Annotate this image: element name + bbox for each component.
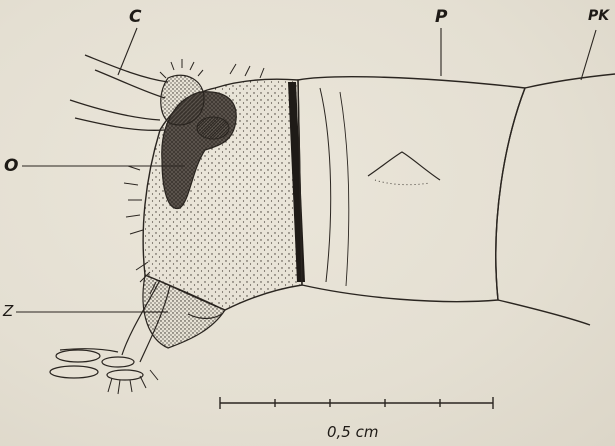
leader-lines: [16, 28, 596, 312]
lens-detail: [197, 117, 229, 139]
label-z: Z: [3, 304, 13, 319]
label-c: C: [129, 9, 141, 26]
cercus-stalks: [70, 55, 168, 130]
segment-mark: [368, 152, 440, 185]
label-p: P: [435, 9, 447, 26]
segment-p: [298, 77, 525, 302]
label-o: O: [4, 158, 18, 175]
leader-c: [118, 28, 137, 75]
segment-pk: [496, 74, 615, 325]
scale-bar-label: 0,5 cm: [327, 425, 378, 440]
cercus-knob: [160, 59, 204, 125]
label-pk: PK: [588, 9, 609, 23]
scale-bar: [220, 397, 493, 409]
leader-pk: [581, 30, 596, 80]
